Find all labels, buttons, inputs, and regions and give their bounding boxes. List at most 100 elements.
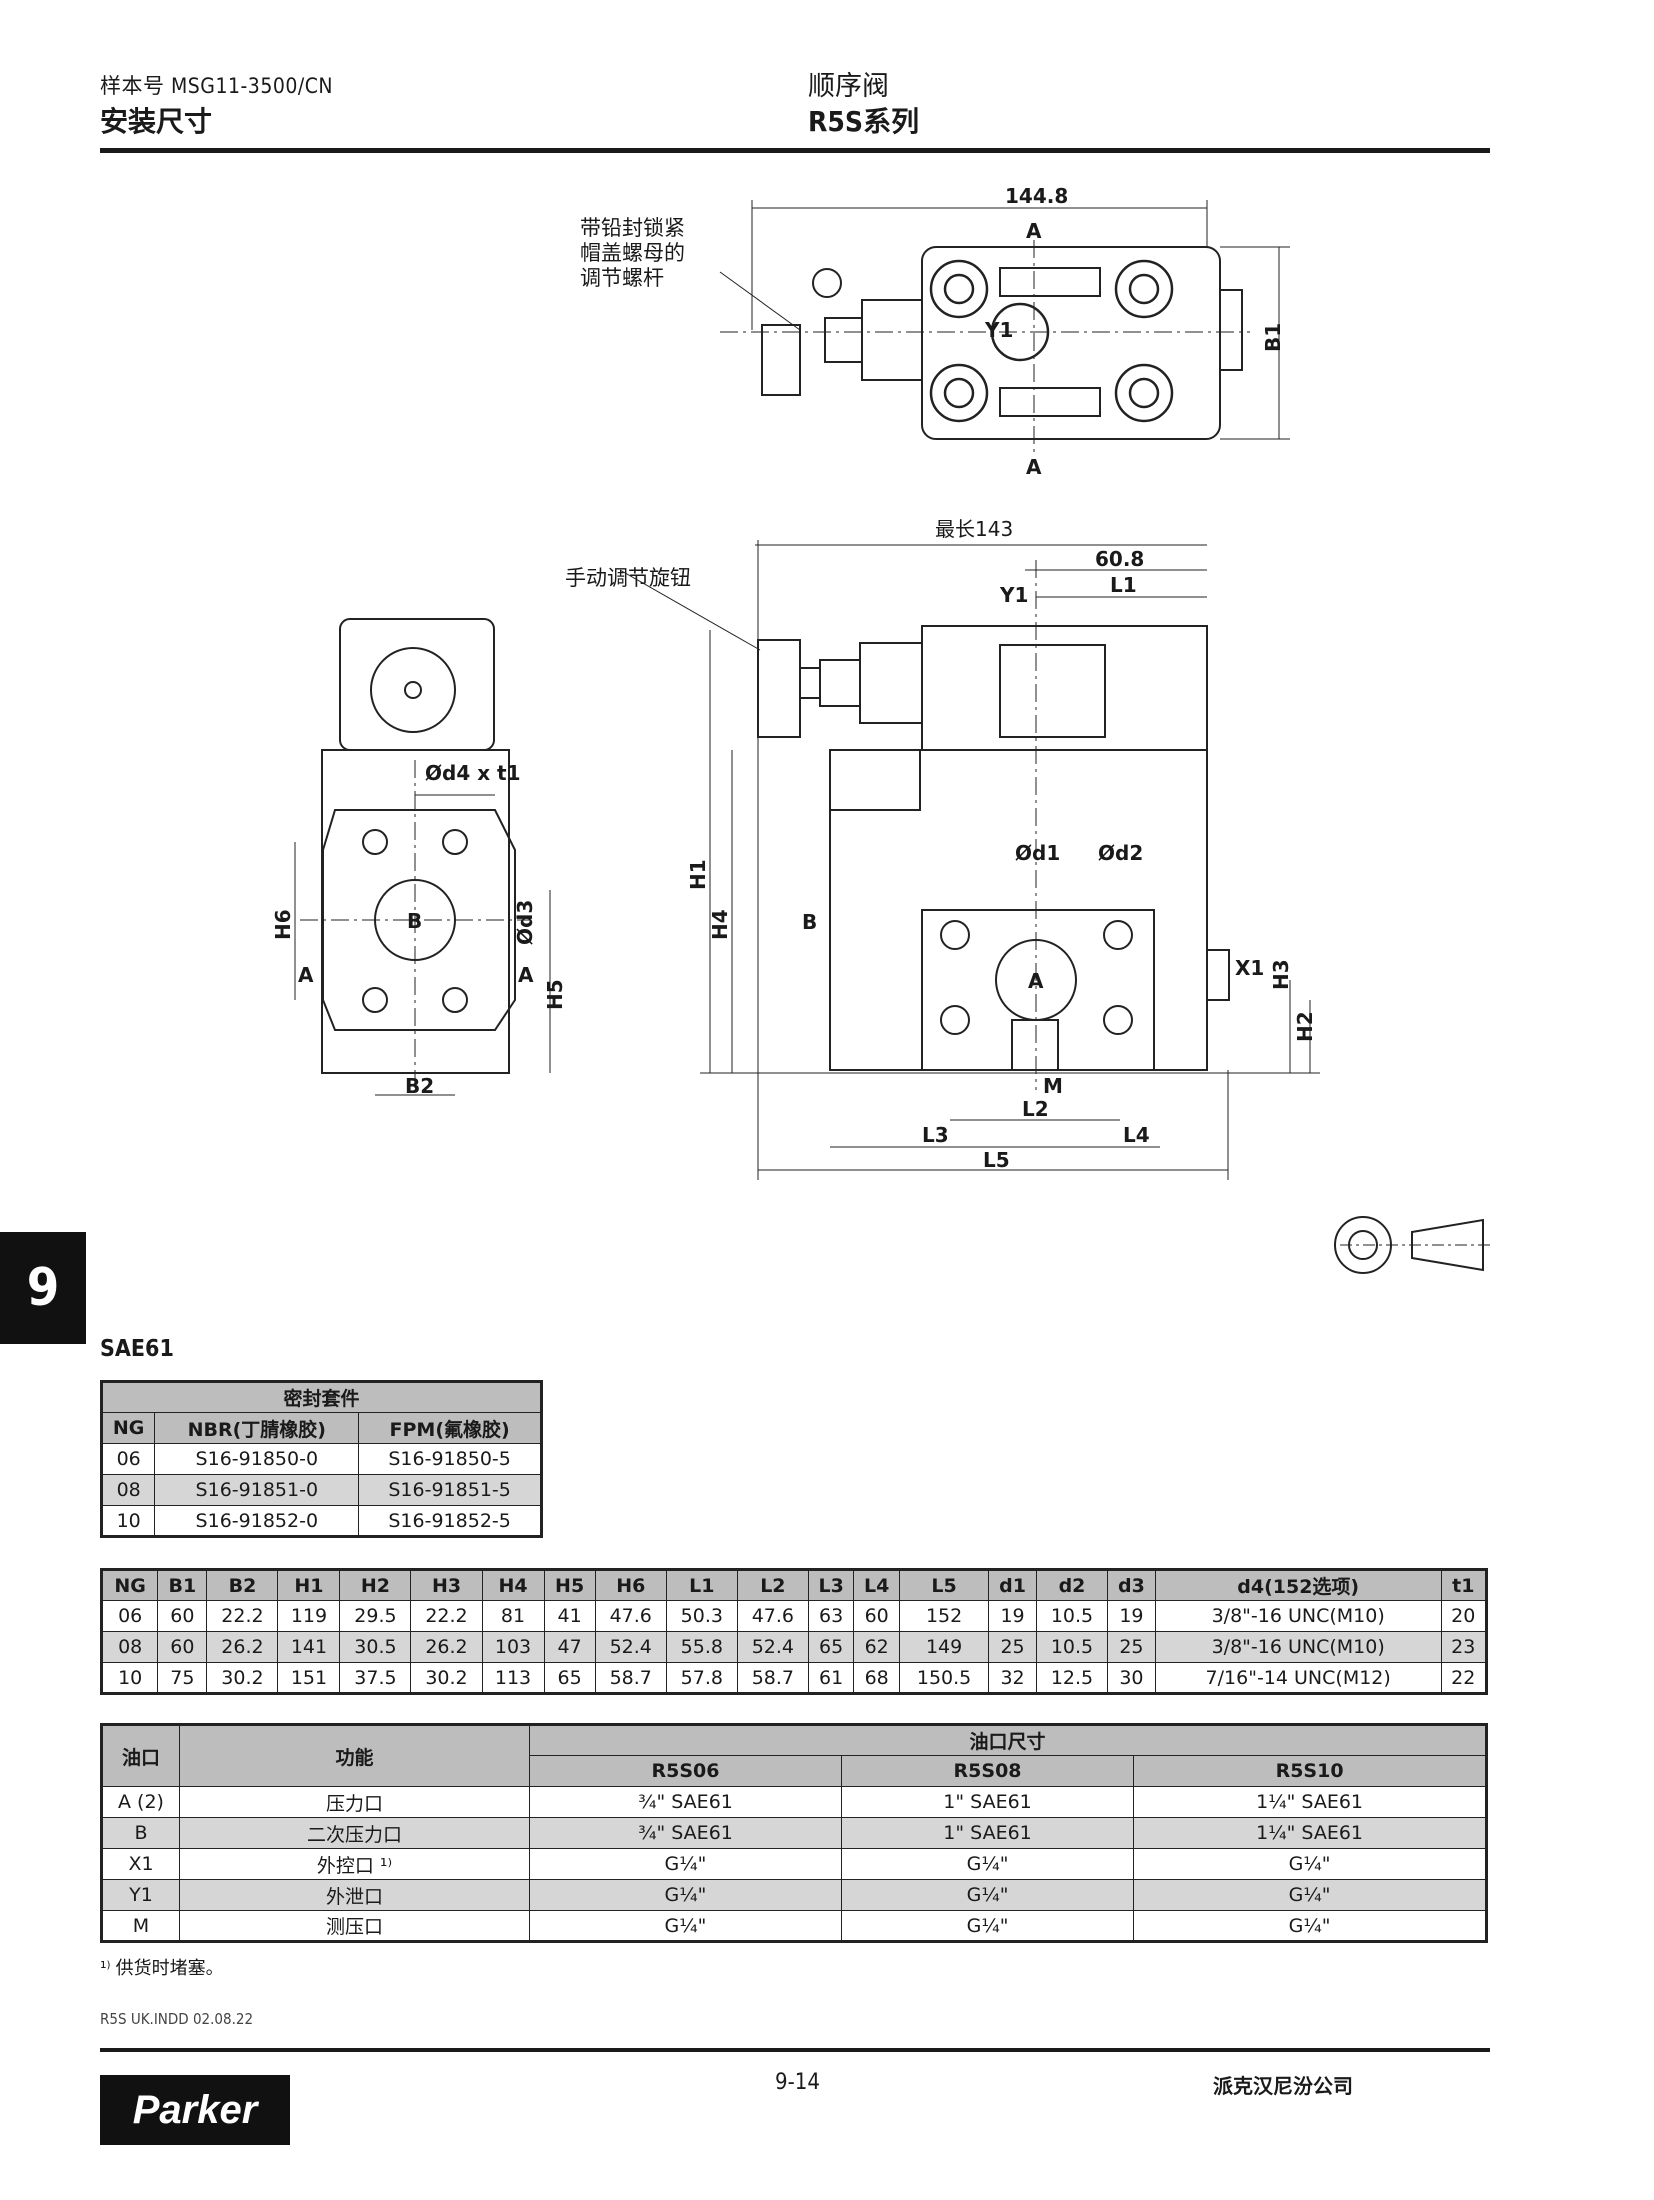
col-header: L4 [853,1569,900,1601]
table-cell: 22.2 [410,1600,483,1632]
table-cell: 1¼" SAE61 [1133,1817,1487,1849]
table-cell: 60 [157,1600,208,1632]
table-cell: G¼" [840,1910,1135,1942]
table-cell: 60 [853,1600,900,1632]
table-cell: 50.3 [665,1600,738,1632]
table-cell: G¼" [840,1879,1135,1911]
table-cell: 63 [807,1600,855,1632]
table-cell: S16-91852-5 [358,1505,542,1537]
table-cell: Y1 [101,1879,180,1911]
col-header: H6 [594,1569,667,1601]
dim-l2: L2 [1022,1097,1049,1121]
table-cell: 19 [988,1600,1037,1632]
col-header: t1 [1440,1569,1488,1601]
table-cell: 10 [100,1662,159,1694]
dim-l3: L3 [922,1123,949,1147]
table-cell: S16-91852-0 [154,1505,360,1537]
col-header: B1 [157,1569,208,1601]
file-reference: R5S UK.INDD 02.08.22 [100,2010,254,2028]
col-header: L5 [898,1569,990,1601]
table-cell: 22 [1440,1662,1488,1694]
front-view: 最长143 60.8 L1 Y1 手动调节旋钮 H1 H4 B Ød1 Ød2 … [565,517,1320,1180]
section-title: 安装尺寸 [100,105,213,138]
dim-l5: L5 [983,1148,1010,1172]
series-name: R5S系列 [808,105,920,138]
port-y1-label: Y1 [984,318,1013,342]
table-cell: 119 [277,1600,341,1632]
table-cell: 10.5 [1035,1600,1109,1632]
table-cell: 06 [100,1443,156,1475]
col-header: H1 [277,1569,341,1601]
table-cell: 26.2 [410,1631,483,1663]
table-cell: 23 [1440,1631,1488,1663]
table-cell: G¼" [529,1879,842,1911]
table-cell: S16-91851-5 [358,1474,542,1506]
dim-144-8: 144.8 [1005,184,1068,208]
table-cell: 47.6 [736,1600,809,1632]
port-a-label: A [298,963,314,987]
product-name: 顺序阀 [808,71,889,102]
chapter-tab[interactable]: 9 [0,1232,86,1344]
col-header: NG [100,1412,156,1444]
footer-rule [100,2048,1490,2052]
table-cell: 20 [1440,1600,1488,1632]
table-cell: 41 [543,1600,596,1632]
dim-h4: H4 [708,909,732,940]
col-header: R5S10 [1133,1755,1487,1787]
table-cell: 3/8"-16 UNC(M10) [1154,1631,1442,1663]
port-m-label: M [1043,1074,1063,1098]
table-cell: 47 [543,1631,596,1663]
table-cell: 47.6 [594,1600,667,1632]
table-cell: 30.5 [339,1631,412,1663]
port-a-label: A [518,963,534,987]
table-cell: 08 [100,1631,159,1663]
col-header: 油口 [101,1724,180,1787]
dim-h2: H2 [1293,1011,1317,1042]
table-cell: A (2) [101,1786,180,1818]
table-cell: 测压口 [179,1910,530,1942]
table-cell: 10 [100,1505,156,1537]
table-cell: 103 [481,1631,545,1663]
col-header: L1 [665,1569,738,1601]
sae-label: SAE61 [100,1336,174,1362]
col-header: H4 [481,1569,545,1601]
table-cell: 32 [988,1662,1037,1694]
table-cell: 65 [543,1662,596,1694]
table-cell: S16-91850-0 [154,1443,360,1475]
col-header: H3 [410,1569,483,1601]
col-header: NBR(丁腈橡胶) [154,1412,360,1444]
table-cell: 65 [807,1631,855,1663]
table-cell: 压力口 [179,1786,530,1818]
dim-60-8: 60.8 [1095,547,1144,571]
parker-logo: Parker [100,2075,290,2145]
table-cell: 10.5 [1035,1631,1109,1663]
col-header: FPM(氟橡胶) [358,1412,542,1444]
table-cell: G¼" [840,1848,1135,1880]
table-cell: 外控口 ¹⁾ [179,1848,530,1880]
col-header: H5 [543,1569,596,1601]
col-header: d1 [988,1569,1037,1601]
company-name: 派克汉尼汾公司 [1213,2074,1353,2098]
port-b-label: B [407,909,422,933]
table-cell: 58.7 [594,1662,667,1694]
port-a-label: A [1028,969,1044,993]
table-cell: 22.2 [206,1600,279,1632]
col-header: d2 [1035,1569,1109,1601]
table-cell: G¼" [1133,1848,1487,1880]
page-number: 9-14 [775,2070,820,2095]
table-cell: 30.2 [206,1662,279,1694]
table-cell: G¼" [1133,1910,1487,1942]
table-cell: 113 [481,1662,545,1694]
table-cell: 30 [1107,1662,1156,1694]
col-header: d4(152选项) [1154,1569,1442,1601]
table-cell: 141 [277,1631,341,1663]
table-cell: 26.2 [206,1631,279,1663]
callout-line: 带铅封锁紧 [580,216,685,240]
col-header: 油口尺寸 [529,1724,1487,1756]
